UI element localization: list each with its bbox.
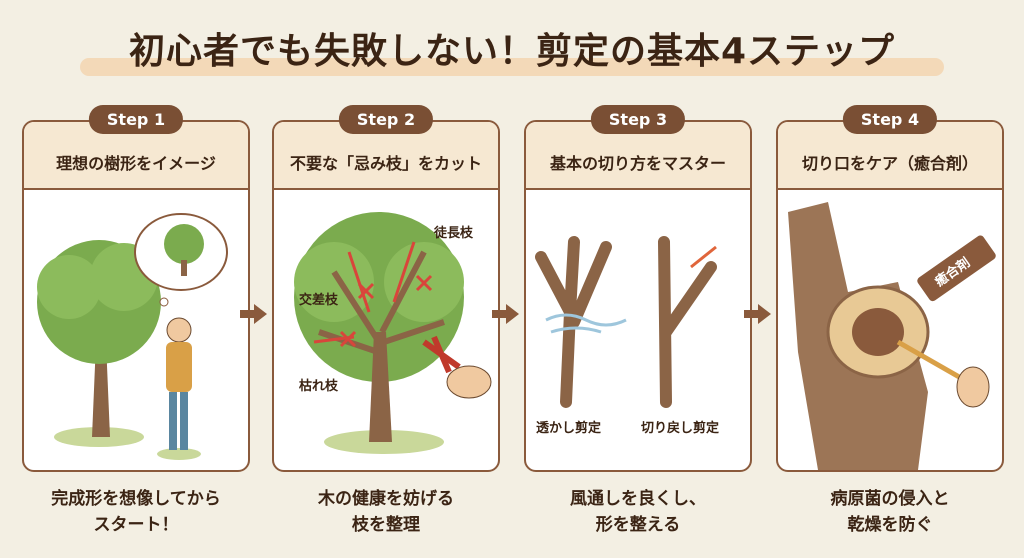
step-4-caption: 病原菌の侵入と乾燥を防ぐ bbox=[776, 486, 1004, 538]
title-highlight bbox=[80, 58, 944, 76]
label-dead-branch: 枯れ枝 bbox=[299, 378, 339, 394]
step-1-panel: Step 1 理想の樹形をイメージ bbox=[22, 105, 250, 472]
step-3-badge: Step 3 bbox=[590, 105, 686, 134]
arrow-right-icon bbox=[492, 304, 519, 324]
step-2-caption: 木の健康を妨げる枝を整理 bbox=[272, 486, 500, 538]
label-water-sprout: 徒長枝 bbox=[433, 225, 474, 241]
caption-line: 風通しを良くし、 bbox=[570, 489, 706, 509]
step-1-badge: Step 1 bbox=[88, 105, 184, 134]
step-1-illustration bbox=[37, 213, 228, 460]
caption-line: 木の健康を妨げる bbox=[318, 489, 454, 509]
step-3-panel: Step 3 基本の切り方をマスター 透かし剪定 切り戻し剪定 bbox=[524, 105, 752, 472]
step-4-badge: Step 4 bbox=[842, 105, 938, 134]
caption-line: 枝を整理 bbox=[352, 515, 420, 535]
step-1-caption: 完成形を想像してからスタート！ bbox=[22, 486, 250, 538]
caption-line: 病原菌の侵入と bbox=[830, 489, 950, 509]
label-thinning-cut: 透かし剪定 bbox=[536, 420, 601, 436]
caption-line: スタート！ bbox=[93, 515, 179, 535]
arrow-right-icon bbox=[240, 304, 267, 324]
step-3-illustration: 透かし剪定 切り戻し剪定 bbox=[535, 236, 719, 436]
arrow-right-icon bbox=[744, 304, 771, 324]
step-2-badge: Step 2 bbox=[338, 105, 434, 134]
step-4-panel: Step 4 切り口をケア（癒合剤） 癒合剤 bbox=[776, 105, 1004, 472]
caption-line: 完成形を想像してから bbox=[51, 489, 221, 509]
step-2-illustration: 徒長枝 交差枝 枯れ枝 bbox=[294, 212, 492, 454]
page-title: 初心者でも失敗しない！剪定の基本4ステップ bbox=[128, 31, 896, 72]
step-1-heading: 理想の樹形をイメージ bbox=[24, 122, 248, 190]
caption-line: 乾燥を防ぐ bbox=[847, 515, 933, 535]
step-3-heading: 基本の切り方をマスター bbox=[526, 122, 750, 190]
label-heading-cut: 切り戻し剪定 bbox=[641, 420, 719, 436]
step-3-caption: 風通しを良くし、形を整える bbox=[524, 486, 752, 538]
label-crossing-branch: 交差枝 bbox=[299, 292, 339, 308]
step-4-illustration: 癒合剤 bbox=[788, 202, 996, 470]
caption-line: 形を整える bbox=[595, 515, 681, 535]
step-2-panel: Step 2 不要な「忌み枝」をカット 徒長枝 交差枝 枯れ枝 bbox=[272, 105, 500, 472]
